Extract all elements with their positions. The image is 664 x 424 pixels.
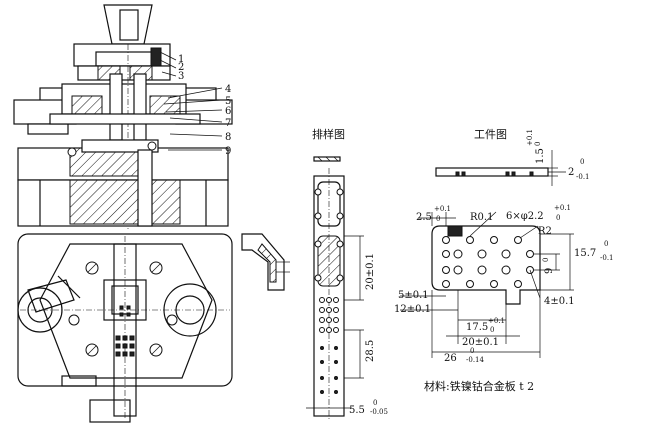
part-number-1: 1: [178, 54, 184, 65]
hole-tol-lower: 0: [556, 214, 560, 222]
part-number-9: 9: [225, 146, 231, 157]
workpiece-plan-view: [400, 211, 574, 358]
part-number-4: 4: [225, 84, 231, 95]
thickness-tol-lower: 0: [534, 142, 542, 146]
strip-width-dim: 5.5: [349, 405, 365, 416]
edge-offset-tol-upper: +0.1: [434, 205, 451, 213]
dim-26-tol-lower: -0.14: [466, 356, 484, 364]
tab-depth-tol-lower: -0.1: [576, 173, 590, 181]
strip-pitch-dim: 20±0.1: [365, 253, 376, 290]
dim-26-tol-upper: 0: [470, 347, 474, 355]
edge-offset-dim: 2.5: [416, 212, 432, 223]
workpiece-title: 工件图: [474, 128, 507, 141]
thickness-dim: 1.5: [535, 148, 546, 164]
dim-17-5: 17.5: [466, 322, 488, 333]
part-number-7: 7: [225, 118, 231, 129]
height-overall-dim: 15.7: [574, 248, 596, 259]
tab-depth-dim: 2: [568, 167, 574, 178]
workpiece-side-view: [435, 150, 566, 186]
radius-small-label: R0.1: [470, 212, 493, 223]
dim-26: 26: [444, 353, 457, 364]
workpiece-hole-grid: [442, 236, 534, 288]
strip-width-tol-upper: 0: [373, 399, 377, 407]
height-tol-lower: -0.1: [600, 254, 614, 262]
strip-width-tol-lower: -0.05: [370, 408, 388, 416]
die-section-view: [13, 4, 233, 230]
hole-spec-label: 6×φ2.2: [506, 211, 544, 222]
material-note: 材料:铁镍钴合金板 t 2: [424, 379, 534, 393]
tab-depth-tol-upper: 0: [580, 158, 584, 166]
radius-corner-label: R2: [538, 226, 552, 237]
part-number-3: 3: [178, 71, 184, 82]
edge-offset-tol-lower: 0: [436, 215, 440, 223]
part-number-6: 6: [225, 106, 231, 117]
strip-layout-title: 排样图: [312, 127, 345, 141]
row-spacing-tol-upper: 0: [542, 258, 550, 262]
part-numbers: 1 2 3 4 5 6 7 8 9: [178, 54, 231, 157]
dim-5: 5±0.1: [398, 290, 429, 301]
hole-tol-upper: +0.1: [554, 204, 571, 212]
part-number-8: 8: [225, 132, 231, 143]
dim-20: 20±0.1: [462, 337, 499, 348]
bottom-offset-dim: 4±0.1: [544, 296, 575, 307]
dim-17-5-tol-upper: +0.1: [488, 317, 505, 325]
part-number-2: 2: [178, 62, 184, 73]
thickness-tol-upper: +0.1: [526, 129, 534, 146]
detail-section: [241, 233, 290, 291]
strip-hole-grid: [319, 297, 339, 394]
height-tol-upper: 0: [604, 240, 608, 248]
die-plan-view: [17, 233, 233, 423]
part-number-5: 5: [225, 96, 231, 107]
strip-layout: [306, 156, 364, 420]
dim-17-5-tol-lower: 0: [490, 326, 494, 334]
dim-12: 12±0.1: [394, 304, 431, 315]
row-spacing-dim: 9: [544, 268, 555, 274]
strip-length-dim: 28.5: [365, 340, 376, 362]
